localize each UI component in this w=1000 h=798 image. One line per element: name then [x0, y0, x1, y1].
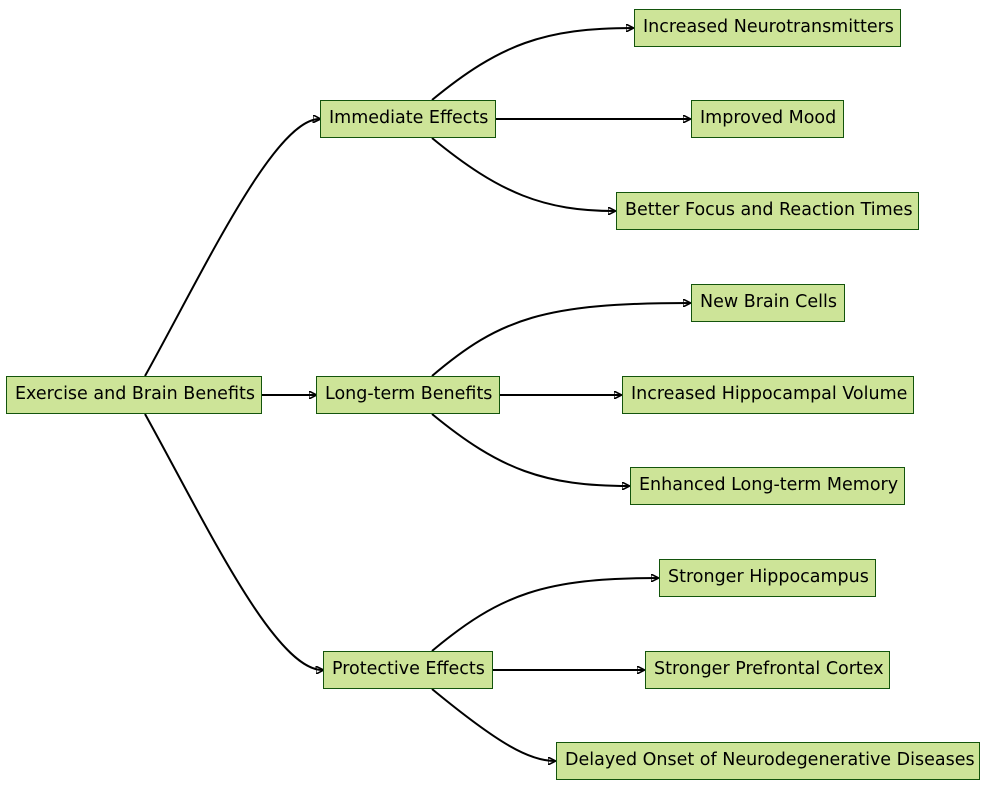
edge-longterm-to-memory: [431, 413, 629, 486]
node-stronger-prefrontal-cortex: Stronger Prefrontal Cortex: [645, 651, 890, 689]
node-immediate-effects: Immediate Effects: [320, 100, 496, 138]
node-long-term-benefits: Long-term Benefits: [316, 376, 500, 414]
node-delayed-onset-of-neurodegenerative-diseases: Delayed Onset of Neurodegenerative Disea…: [556, 742, 980, 780]
node-increased-hippocampal-volume: Increased Hippocampal Volume: [622, 376, 914, 414]
edge-immediate-to-focus: [431, 137, 615, 211]
edge-immediate-to-neurotransmitters: [431, 28, 633, 101]
node-increased-neurotransmitters: Increased Neurotransmitters: [634, 9, 901, 47]
node-enhanced-long-term-memory: Enhanced Long-term Memory: [630, 467, 905, 505]
node-new-brain-cells: New Brain Cells: [691, 284, 845, 322]
node-protective-effects: Protective Effects: [323, 651, 493, 689]
edge-longterm-to-cells: [431, 303, 690, 377]
edge-protective-to-hippocampus: [431, 578, 658, 652]
node-exercise-and-brain-benefits: Exercise and Brain Benefits: [6, 376, 262, 414]
node-better-focus-and-reaction-times: Better Focus and Reaction Times: [616, 192, 919, 230]
edge-root-to-protective: [144, 413, 323, 670]
edge-protective-to-neurodegenerative: [431, 688, 555, 761]
node-stronger-hippocampus: Stronger Hippocampus: [659, 559, 876, 597]
edge-root-to-immediate: [144, 119, 320, 377]
node-improved-mood: Improved Mood: [691, 100, 844, 138]
